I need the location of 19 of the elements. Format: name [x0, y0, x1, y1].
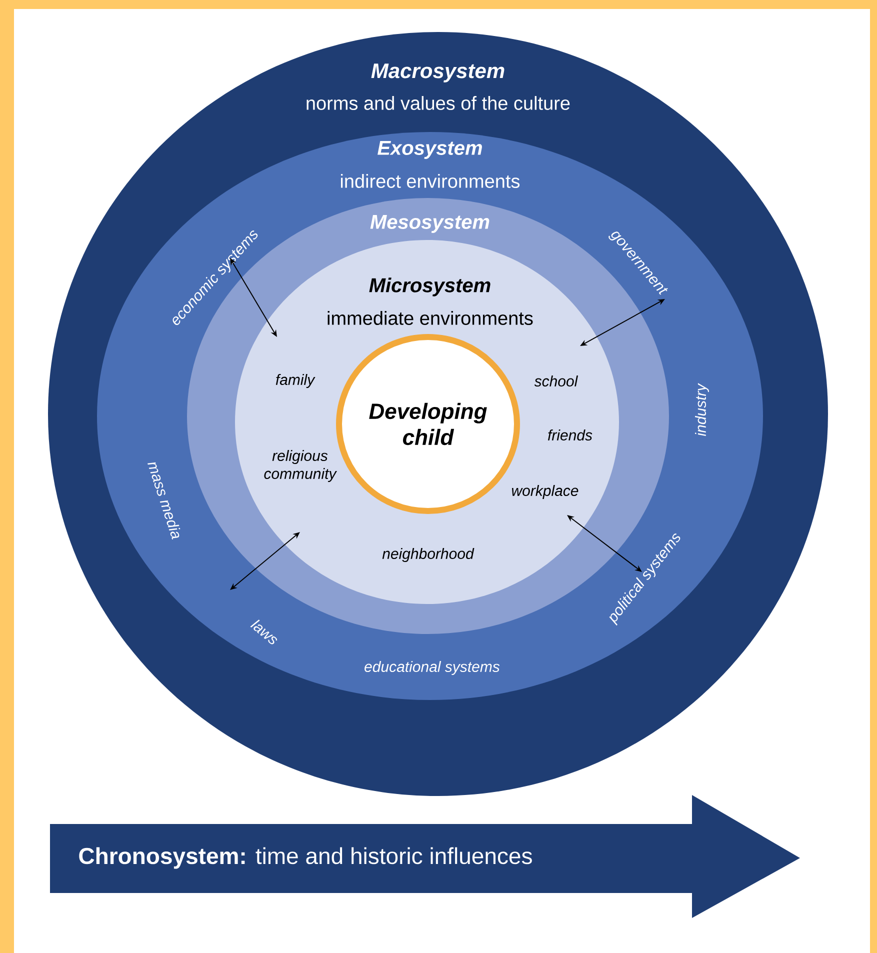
context-label: religious community: [264, 450, 337, 482]
context-label: family: [276, 374, 316, 388]
ring-item-label: mass media: [148, 462, 180, 540]
context-label: workplace: [512, 485, 578, 499]
ring-title: Microsystem: [369, 278, 490, 296]
ring-item-label: industry: [695, 383, 709, 436]
context-label: school: [534, 375, 578, 386]
ring-title: Exosystem: [378, 141, 482, 159]
ring-subtitle: indirect environments: [340, 174, 520, 188]
ring-title: Macrosystem: [371, 64, 504, 82]
center-label: Developing child: [369, 402, 487, 446]
arrow: [230, 532, 300, 590]
ring-title: Mesosystem: [370, 215, 490, 233]
context-label: friends: [548, 429, 592, 440]
ring-subtitle: immediate environments: [328, 311, 533, 325]
ring-item-label: laws: [250, 620, 278, 644]
ring-item-label: educational systems: [364, 661, 500, 675]
ring-subtitle: norms and values of the culture: [306, 96, 570, 110]
context-label: neighborhood: [382, 548, 474, 562]
